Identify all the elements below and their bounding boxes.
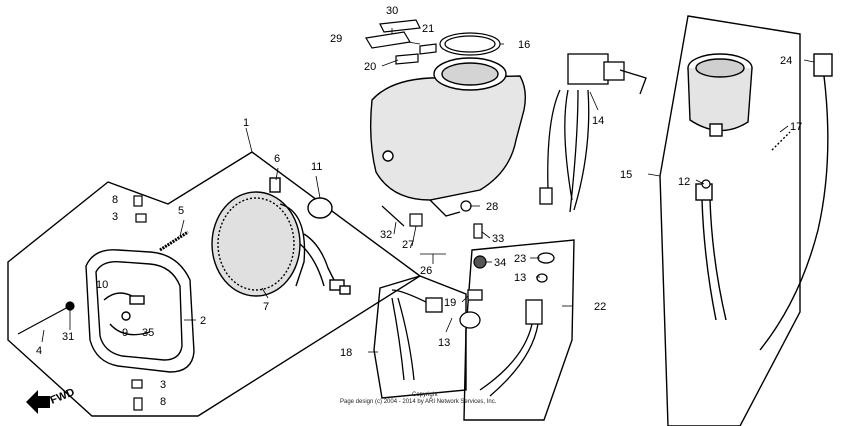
callout-10: 10 xyxy=(96,279,108,291)
headlight-case xyxy=(85,249,195,373)
callout-23: 23 xyxy=(514,253,526,265)
callout-1: 1 xyxy=(243,117,249,129)
forward-label: FWD xyxy=(49,386,77,407)
headlight-unit xyxy=(211,177,351,297)
callout-26: 26 xyxy=(420,265,432,277)
callout-32: 32 xyxy=(380,229,392,241)
callout-3: 3 xyxy=(160,379,166,391)
callout-16: 16 xyxy=(518,39,530,51)
callout-11: 11 xyxy=(311,161,322,173)
callout-21: 21 xyxy=(422,23,434,35)
callout-8: 8 xyxy=(112,194,118,206)
left-hardware xyxy=(17,195,189,411)
callout-14: 14 xyxy=(592,115,604,127)
speedometer xyxy=(687,53,753,321)
misc-hardware xyxy=(381,179,711,269)
headlight-group-outline xyxy=(7,151,422,417)
ignition-switch xyxy=(539,53,647,213)
callout-9: 9 xyxy=(122,327,128,339)
callout-13: 13 xyxy=(514,272,526,284)
headlight-shell xyxy=(369,57,527,217)
callout-13: 13 xyxy=(438,337,450,349)
callout-labels: 1 2 3 3 4 5 6 7 8 8 9 10 11 12 13 13 14 … xyxy=(36,5,802,408)
callout-2: 2 xyxy=(200,315,206,327)
ring-and-decals xyxy=(365,19,501,65)
pilot-lamp xyxy=(391,289,483,381)
copyright-notice: Copyright Page design (c) 2004 - 2014 by… xyxy=(340,392,497,405)
callout-3: 3 xyxy=(112,211,118,223)
callout-29: 29 xyxy=(330,33,342,45)
copyright-line1: Copyright xyxy=(412,392,438,398)
callout-19: 19 xyxy=(444,297,456,309)
callout-5: 5 xyxy=(178,205,184,217)
callout-15: 15 xyxy=(620,169,632,181)
forward-direction-indicator: FWD xyxy=(26,386,76,414)
callout-22: 22 xyxy=(594,301,606,313)
speedometer-cable xyxy=(759,53,833,351)
callout-30: 30 xyxy=(386,5,398,17)
forward-arrow-icon xyxy=(26,390,50,414)
callout-18: 18 xyxy=(340,347,352,359)
neutral-lamp xyxy=(479,252,555,397)
leader-lines xyxy=(41,28,815,353)
callout-34: 34 xyxy=(494,257,506,269)
callout-24: 24 xyxy=(780,55,792,67)
callout-33: 33 xyxy=(492,233,504,245)
adjuster-spring xyxy=(159,230,189,252)
callout-31: 31 xyxy=(62,331,74,343)
group-outlines xyxy=(7,15,801,426)
neutral-lamp-group-outline xyxy=(463,239,575,421)
callout-4: 4 xyxy=(36,345,42,357)
copyright-line2: Page design (c) 2004 - 2014 by ARI Netwo… xyxy=(340,399,497,405)
callout-20: 20 xyxy=(364,61,376,73)
callout-28: 28 xyxy=(486,201,498,213)
callout-8: 8 xyxy=(160,396,166,408)
callout-12: 12 xyxy=(678,176,690,188)
pilot-lamp-group-outline xyxy=(373,275,467,399)
callout-17: 17 xyxy=(790,121,802,133)
bulb-socket xyxy=(307,197,333,219)
callout-35: 35 xyxy=(142,327,154,339)
callout-27: 27 xyxy=(402,239,414,251)
callout-6: 6 xyxy=(274,153,280,165)
callout-7: 7 xyxy=(263,301,269,313)
